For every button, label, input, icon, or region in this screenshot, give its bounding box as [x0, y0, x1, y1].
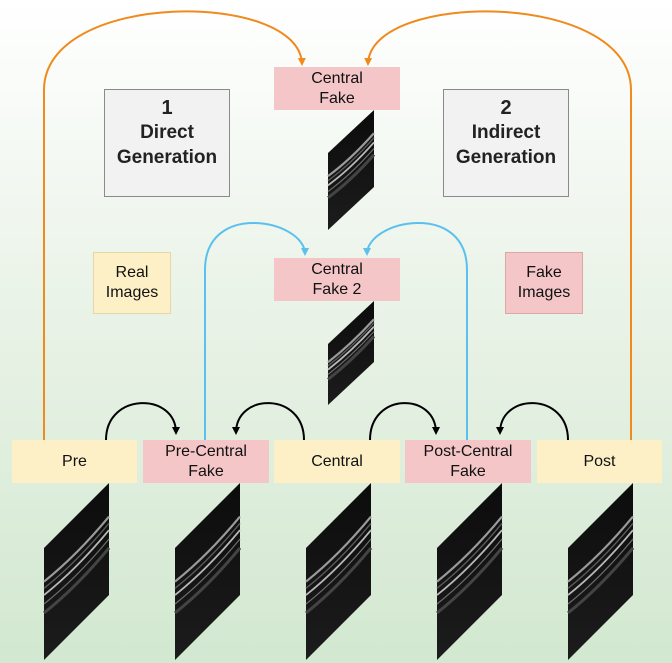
scan-post	[567, 483, 635, 660]
direct-arrow-post	[364, 10, 632, 440]
node-central-fake-2-line1: Central	[311, 260, 363, 278]
direct-generation-box: 1 Direct Generation	[104, 89, 230, 197]
scan-pre	[43, 483, 111, 660]
node-pre-central-fake: Pre-Central Fake	[143, 440, 269, 483]
indirect-arrow-right	[363, 222, 468, 440]
scan-post-central-fake	[436, 483, 504, 660]
legend-real-line2: Images	[105, 284, 159, 301]
indirect-generation-line2: Generation	[455, 147, 557, 168]
arrow-central-to-precentral	[232, 402, 305, 441]
node-central-label: Central	[311, 452, 363, 470]
scan-central-fake-2	[327, 301, 376, 405]
direct-generation-number: 1	[161, 97, 173, 119]
node-post-central-fake-line2: Fake	[450, 462, 486, 480]
indirect-generation-line1: Indirect	[471, 122, 541, 143]
node-post-label: Post	[583, 452, 616, 470]
node-pre-central-fake-line2: Fake	[188, 462, 224, 480]
node-post: Post	[537, 440, 662, 483]
legend-fake-images: Fake Images	[505, 252, 583, 314]
scan-central-fake	[327, 110, 376, 230]
indirect-arrow-left	[204, 222, 309, 440]
legend-fake-line1: Fake	[526, 264, 562, 281]
node-central-fake: Central Fake	[274, 67, 400, 110]
node-pre-central-fake-line1: Pre-Central	[165, 442, 247, 460]
arrow-pre-to-precentral	[105, 402, 180, 441]
node-central-fake-2-line2: Fake 2	[312, 280, 362, 298]
node-central-fake-line1: Central	[311, 69, 363, 87]
node-post-central-fake: Post-Central Fake	[405, 440, 531, 483]
indirect-generation-number: 2	[500, 97, 512, 119]
node-central: Central	[274, 440, 400, 483]
scan-central	[305, 483, 373, 660]
legend-real-line1: Real	[115, 264, 149, 281]
arrow-post-to-postcentral	[496, 402, 569, 441]
direct-arrow-pre	[43, 10, 306, 440]
arrow-central-to-postcentral	[369, 402, 440, 441]
indirect-generation-box: 2 Indirect Generation	[443, 89, 569, 197]
legend-fake-line2: Images	[517, 284, 571, 301]
node-pre: Pre	[12, 440, 137, 483]
legend-real-images: Real Images	[93, 252, 171, 314]
node-central-fake-2: Central Fake 2	[274, 258, 400, 301]
node-central-fake-line2: Fake	[319, 89, 355, 107]
direct-generation-line1: Direct	[140, 122, 194, 143]
direct-generation-line2: Generation	[116, 147, 218, 168]
scan-pre-central-fake	[174, 483, 242, 660]
node-pre-label: Pre	[62, 452, 87, 470]
node-post-central-fake-line1: Post-Central	[423, 442, 513, 460]
